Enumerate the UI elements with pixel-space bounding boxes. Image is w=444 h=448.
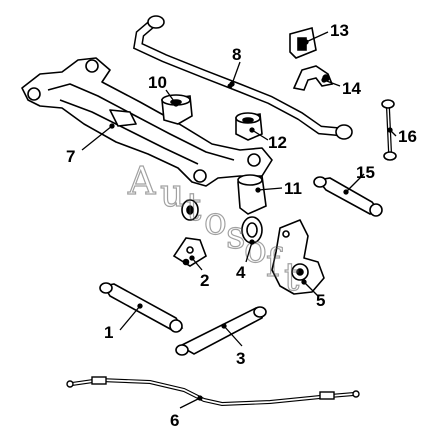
part-bushing-13	[289, 26, 317, 59]
callout-2: 2	[200, 271, 209, 290]
part-lateral-link	[175, 306, 267, 356]
callout-3: 3	[236, 349, 245, 368]
watermark-letter: f	[266, 241, 283, 285]
watermark-letter: t	[284, 255, 299, 299]
callout-10: 10	[148, 73, 167, 92]
watermark-letter: s	[226, 213, 246, 257]
part-shock-bushing	[237, 174, 267, 215]
part-hub-spacer	[181, 199, 199, 221]
part-stabilizer-bar	[132, 15, 353, 140]
callout-1: 1	[104, 323, 113, 342]
part-bushing-12	[235, 112, 263, 141]
watermark: A u t o s o f t	[126, 158, 299, 299]
watermark-letter: u	[160, 171, 184, 215]
part-bracket-14	[292, 65, 334, 91]
part-bearing	[241, 216, 263, 244]
callout-8: 8	[232, 45, 241, 64]
part-knuckle	[271, 219, 325, 295]
callouts: 1 2 3 4 5 6 7 8 10 11 12 13 14 15 16	[66, 21, 417, 430]
callout-5: 5	[316, 291, 325, 310]
part-mount-bracket	[172, 237, 207, 267]
watermark-letter: t	[186, 185, 201, 229]
part-brake-cable	[66, 376, 360, 407]
part-crossmember	[21, 57, 273, 187]
callout-12: 12	[268, 133, 287, 152]
callout-11: 11	[284, 179, 302, 198]
callout-13: 13	[330, 21, 349, 40]
callout-6: 6	[170, 411, 179, 430]
leader-lines	[81, 31, 397, 409]
watermark-letter: o	[204, 199, 227, 243]
callout-7: 7	[66, 147, 75, 166]
part-control-arm-15	[313, 176, 383, 217]
callout-4: 4	[236, 263, 246, 282]
part-control-arm-1	[99, 282, 184, 333]
callout-15: 15	[356, 163, 375, 182]
watermark-letter: A	[127, 159, 156, 203]
part-bushing-10	[161, 94, 193, 125]
callout-14: 14	[342, 79, 361, 98]
watermark-letter: o	[244, 227, 267, 271]
callout-16: 16	[398, 127, 417, 146]
